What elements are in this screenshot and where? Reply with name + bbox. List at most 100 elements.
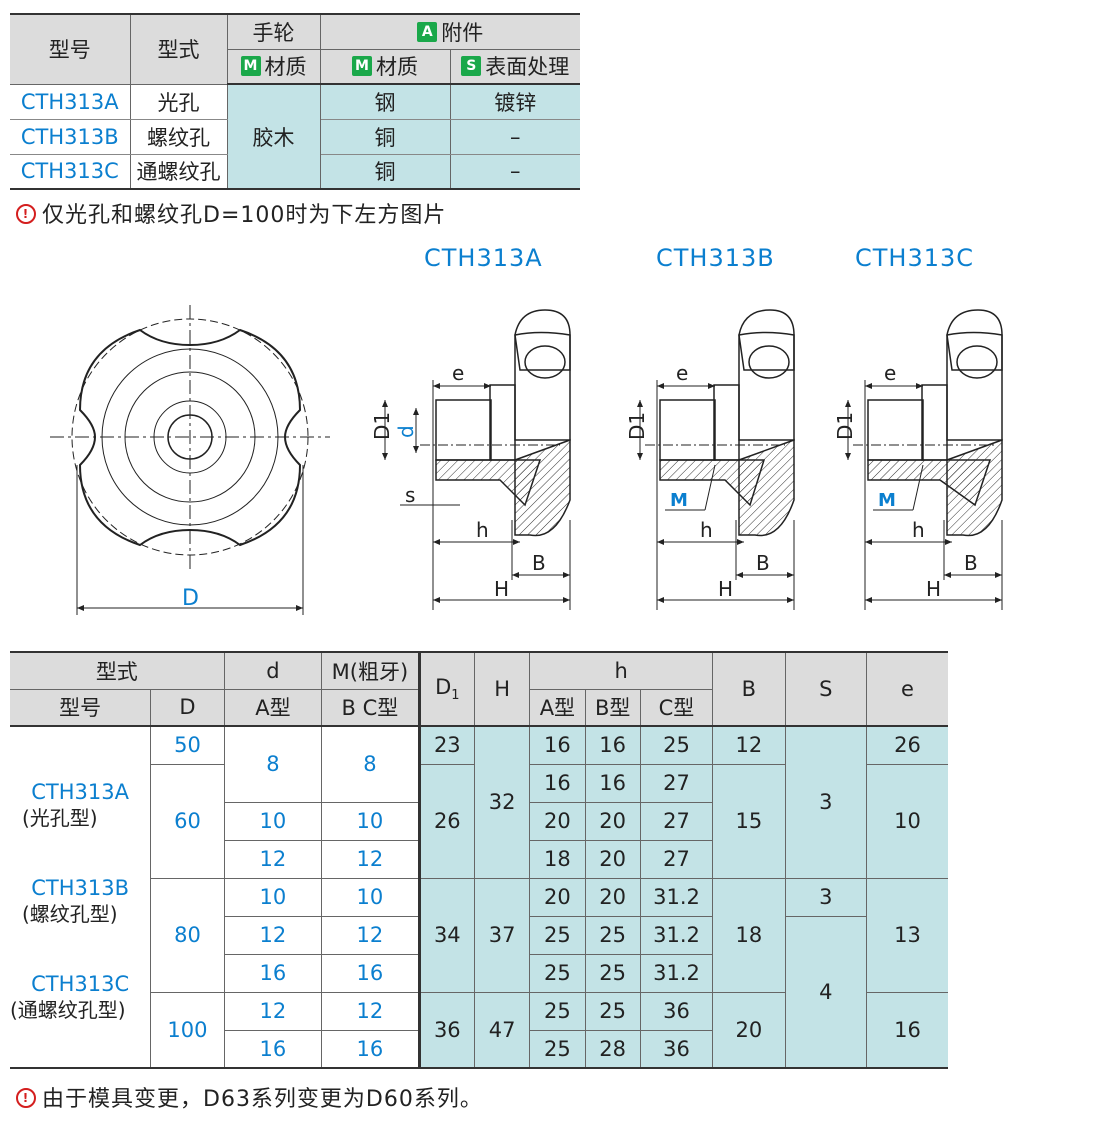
model-name: CTH313C — [31, 972, 130, 996]
H-cell: 32 — [474, 726, 531, 879]
label-D1: D1 — [833, 412, 857, 440]
hB-cell: 20 — [585, 802, 641, 841]
d-cell: 16 — [224, 1030, 323, 1068]
header-model: 型号 — [10, 689, 152, 727]
hC-cell: 27 — [640, 802, 714, 841]
side-view-b — [637, 309, 795, 610]
header-model: 型号 — [10, 14, 131, 85]
header-type: 型式 — [130, 14, 228, 85]
model-desc: (螺纹孔型) — [22, 902, 118, 926]
label-D: D — [182, 586, 199, 611]
label-h: h — [476, 518, 489, 542]
e-cell: 26 — [866, 726, 948, 765]
S-cell: 3 — [785, 726, 867, 879]
e-cell: 16 — [866, 992, 948, 1068]
hA-cell: 18 — [529, 840, 586, 879]
e-cell: 10 — [866, 764, 948, 879]
label-B: B — [756, 551, 770, 575]
hA-cell: 16 — [529, 726, 586, 765]
model-cell: CTH313A — [10, 84, 131, 120]
label-H: H — [926, 577, 941, 601]
label-h: h — [700, 518, 713, 542]
model-name: CTH313A — [31, 780, 129, 804]
H-cell: 37 — [474, 878, 531, 993]
label-s: s — [405, 483, 415, 507]
header-hB: B型 — [585, 689, 641, 727]
hB-cell: 25 — [585, 992, 641, 1031]
hA-cell: 25 — [529, 992, 586, 1031]
label-B: B — [532, 551, 546, 575]
hB-cell: 20 — [585, 878, 641, 917]
B-cell: 15 — [712, 764, 786, 879]
header-D: D — [150, 689, 225, 727]
hA-cell: 20 — [529, 802, 586, 841]
M-cell: 16 — [321, 954, 421, 993]
material-badge: M — [240, 56, 261, 77]
hC-cell: 27 — [640, 764, 714, 803]
D-cell: 100 — [150, 992, 225, 1068]
hA-cell: 25 — [529, 954, 586, 993]
hC-cell: 25 — [640, 726, 714, 765]
hC-cell: 27 — [640, 840, 714, 879]
model-column: CTH313A (光孔型) CTH313B (螺纹孔型) CTH313C (通螺… — [10, 726, 152, 1068]
header-h: h — [529, 652, 714, 690]
warning-icon: ! — [16, 1088, 36, 1108]
d-cell: 10 — [224, 802, 323, 841]
surface-cell: 镀锌 — [450, 84, 580, 120]
label-D1: D1 — [625, 412, 649, 440]
hB-cell: 25 — [585, 916, 641, 955]
M-cell: 12 — [321, 916, 421, 955]
model-cell: CTH313C — [10, 154, 131, 189]
type-cell: 光孔 — [130, 84, 228, 120]
label-H: H — [718, 577, 733, 601]
hA-cell: 20 — [529, 878, 586, 917]
hA-cell: 25 — [529, 916, 586, 955]
type-cell: 通螺纹孔 — [130, 154, 228, 189]
hC-cell: 31.2 — [640, 916, 714, 955]
H-cell: 47 — [474, 992, 531, 1068]
label-h: h — [912, 518, 925, 542]
label-D1: D1 — [370, 412, 394, 440]
drawing-title-c: CTH313C — [855, 244, 975, 272]
label-M: M — [878, 490, 896, 511]
D-cell: 50 — [150, 726, 225, 765]
hA-cell: 16 — [529, 764, 586, 803]
d-cell: 12 — [224, 916, 323, 955]
header-H: H — [474, 652, 531, 727]
D1-cell: 36 — [419, 992, 475, 1068]
warning-icon: ! — [16, 204, 36, 224]
header-D1: D1 — [419, 652, 475, 727]
technical-drawing: D e D1 d s h B H — [50, 305, 1003, 615]
hB-cell: 16 — [585, 764, 641, 803]
M-cell: 12 — [321, 840, 421, 879]
surface-cell: – — [450, 154, 580, 189]
acc-material-cell: 铜 — [320, 119, 451, 155]
drawing-title-a: CTH313A — [424, 244, 543, 272]
d-cell: 8 — [224, 726, 323, 803]
e-cell: 13 — [866, 878, 948, 993]
M-cell: 12 — [321, 992, 421, 1031]
label-M: M — [670, 490, 688, 511]
type-cell: 螺纹孔 — [130, 119, 228, 155]
model-desc: (光孔型) — [22, 806, 98, 830]
wheel-material-cell: 胶木 — [227, 84, 321, 189]
d-cell: 10 — [224, 878, 323, 917]
D-cell: 60 — [150, 764, 225, 879]
label-B: B — [964, 551, 978, 575]
M-cell: 16 — [321, 1030, 421, 1068]
material-badge: M — [352, 56, 372, 77]
header-S: S — [785, 652, 867, 727]
hC-cell: 36 — [640, 1030, 714, 1068]
accessory-badge: A — [417, 21, 438, 42]
side-view-c — [845, 309, 1003, 610]
drawing-title-b: CTH313B — [656, 244, 775, 272]
model-desc: (通螺纹孔型) — [10, 998, 126, 1022]
hA-cell: 25 — [529, 1030, 586, 1068]
side-view-a — [382, 309, 571, 610]
acc-material-cell: 铜 — [320, 154, 451, 189]
